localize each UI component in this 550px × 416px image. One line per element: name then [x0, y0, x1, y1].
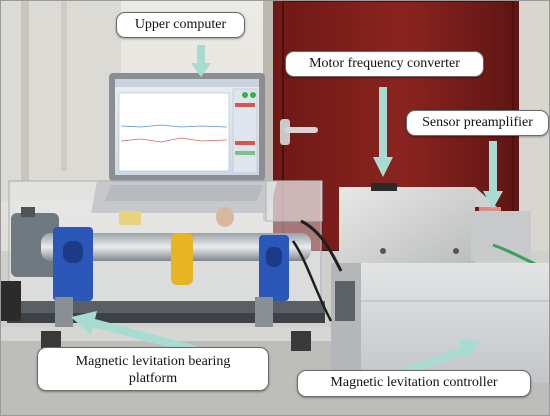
label-sensor-preamplifier: Sensor preamplifier: [406, 110, 549, 136]
preamplifier-box: [471, 211, 531, 261]
arrow-controller: [401, 347, 466, 376]
motor: [11, 213, 59, 277]
label-bearing-platform: Magnetic levitation bearing platform: [37, 347, 269, 391]
label-motor-frequency-converter-text: Motor frequency converter: [309, 56, 460, 71]
arrow-converter: [379, 87, 387, 161]
label-bearing-platform-line2: platform: [128, 371, 178, 386]
label-sensor-preamplifier-text: Sensor preamplifier: [422, 115, 533, 130]
label-bearing-platform-line1: Magnetic levitation bearing: [75, 354, 231, 369]
controller-cabinet: [331, 263, 549, 383]
base-rail: [7, 301, 325, 313]
arrow-bearing-platform: [92, 319, 197, 354]
arrows: [71, 45, 503, 376]
left-bearing-bracket: [53, 227, 93, 301]
label-motor-frequency-converter: Motor frequency converter: [285, 51, 484, 77]
arrow-upper-computer: [197, 45, 205, 67]
label-magnetic-levitation-controller: Magnetic levitation controller: [297, 370, 531, 397]
wall-pole: [263, 1, 273, 221]
label-upper-computer-text: Upper computer: [134, 17, 227, 32]
label-upper-computer: Upper computer: [116, 12, 245, 38]
yellow-disc: [171, 233, 193, 285]
right-bearing-bracket: [259, 235, 289, 301]
arrow-preamplifier: [489, 141, 497, 195]
label-magnetic-levitation-controller-text: Magnetic levitation controller: [330, 375, 498, 390]
sticker: [119, 211, 141, 225]
converter-box: [339, 187, 475, 269]
